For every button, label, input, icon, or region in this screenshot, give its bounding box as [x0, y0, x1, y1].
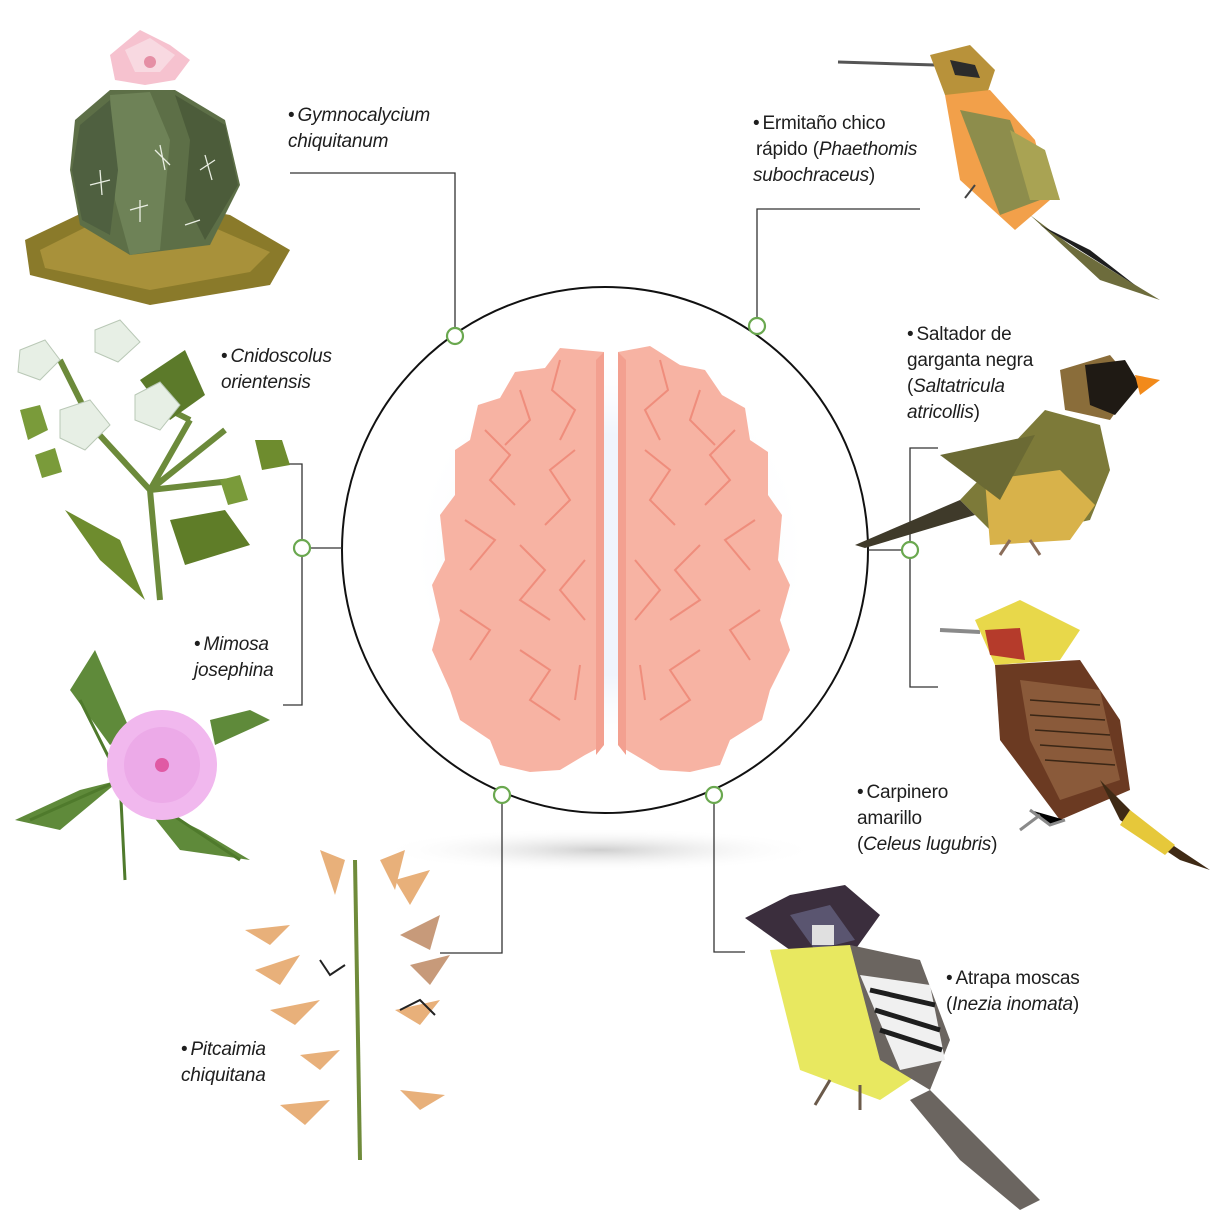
bullet: •: [857, 782, 863, 803]
label-cnidoscolus-name2: orientensis: [221, 372, 311, 393]
node-pitcairnia: [494, 787, 510, 803]
label-ermitano-common1: Ermitaño chico: [762, 113, 885, 134]
label-atrapa-common: Atrapa moscas: [955, 968, 1079, 989]
label-mimosa: •Mimosa josephina: [194, 632, 274, 684]
label-atrapa: •Atrapa moscas (Inezia inomata): [946, 966, 1080, 1018]
node-ermitano: [749, 318, 765, 334]
connector-ermitano: [757, 209, 920, 323]
connector-birds-right: [868, 448, 938, 687]
circle-shadow: [380, 828, 820, 872]
label-saltador-common1: Saltador de: [916, 324, 1011, 345]
cactus-icon: [25, 30, 290, 305]
label-saltador-sci1: Saltatricula: [913, 376, 1005, 397]
label-mimosa-name: Mimosa: [203, 634, 268, 655]
label-saltador-common2: garganta negra: [907, 350, 1033, 371]
label-atrapa-sci: Inezia inomata: [952, 994, 1073, 1015]
label-gymnocalycium: •Gymnocalycium chiquitanum: [288, 103, 430, 155]
label-pitcairnia: •Pitcaimia chiquitana: [181, 1037, 266, 1089]
label-carpintero-sci: Celeus lugubris: [863, 834, 991, 855]
label-pitcairnia-name2: chiquitana: [181, 1065, 266, 1086]
label-saltador-sci2: atricollis: [907, 402, 974, 423]
label-gymnocalycium-name2: chiquitanum: [288, 131, 388, 152]
label-carpintero-common2: amarillo: [857, 808, 922, 829]
pitcairnia-plant-icon: [245, 850, 450, 1160]
label-ermitano-common2: rápido: [756, 139, 808, 160]
connector-cnidoscolus-mimosa: [283, 464, 342, 705]
bullet: •: [753, 113, 759, 134]
connector-atrapa: [714, 795, 745, 952]
bullet: •: [907, 324, 913, 345]
label-carpintero: •Carpinero amarillo (Celeus lugubris): [857, 780, 997, 858]
label-cnidoscolus: •Cnidoscolus orientensis: [221, 344, 332, 396]
bullet: •: [221, 346, 227, 367]
label-ermitano-sci1: Phaethomis: [819, 139, 917, 160]
label-carpintero-common1: Carpinero: [866, 782, 948, 803]
flycatcher-icon: [745, 885, 1040, 1210]
bullet: •: [194, 634, 200, 655]
bullet: •: [946, 968, 952, 989]
label-ermitano: •Ermitaño chico rápido (Phaethomis suboc…: [753, 111, 917, 189]
node-gymnocalycium: [447, 328, 463, 344]
label-gymnocalycium-name: Gymnocalycium: [297, 105, 430, 126]
label-ermitano-sci2: subochraceus: [753, 165, 869, 186]
node-right: [902, 542, 918, 558]
label-mimosa-name2: josephina: [194, 660, 274, 681]
bullet: •: [288, 105, 294, 126]
connector-gymnocalycium: [290, 173, 455, 330]
bullet: •: [181, 1039, 187, 1060]
mimosa-flower-icon: [15, 650, 270, 880]
node-atrapa: [706, 787, 722, 803]
label-saltador: •Saltador de garganta negra (Saltatricul…: [907, 322, 1033, 426]
connector-pitcairnia: [440, 795, 502, 953]
label-pitcairnia-name: Pitcaimia: [190, 1039, 265, 1060]
label-cnidoscolus-name: Cnidoscolus: [230, 346, 331, 367]
node-left: [294, 540, 310, 556]
